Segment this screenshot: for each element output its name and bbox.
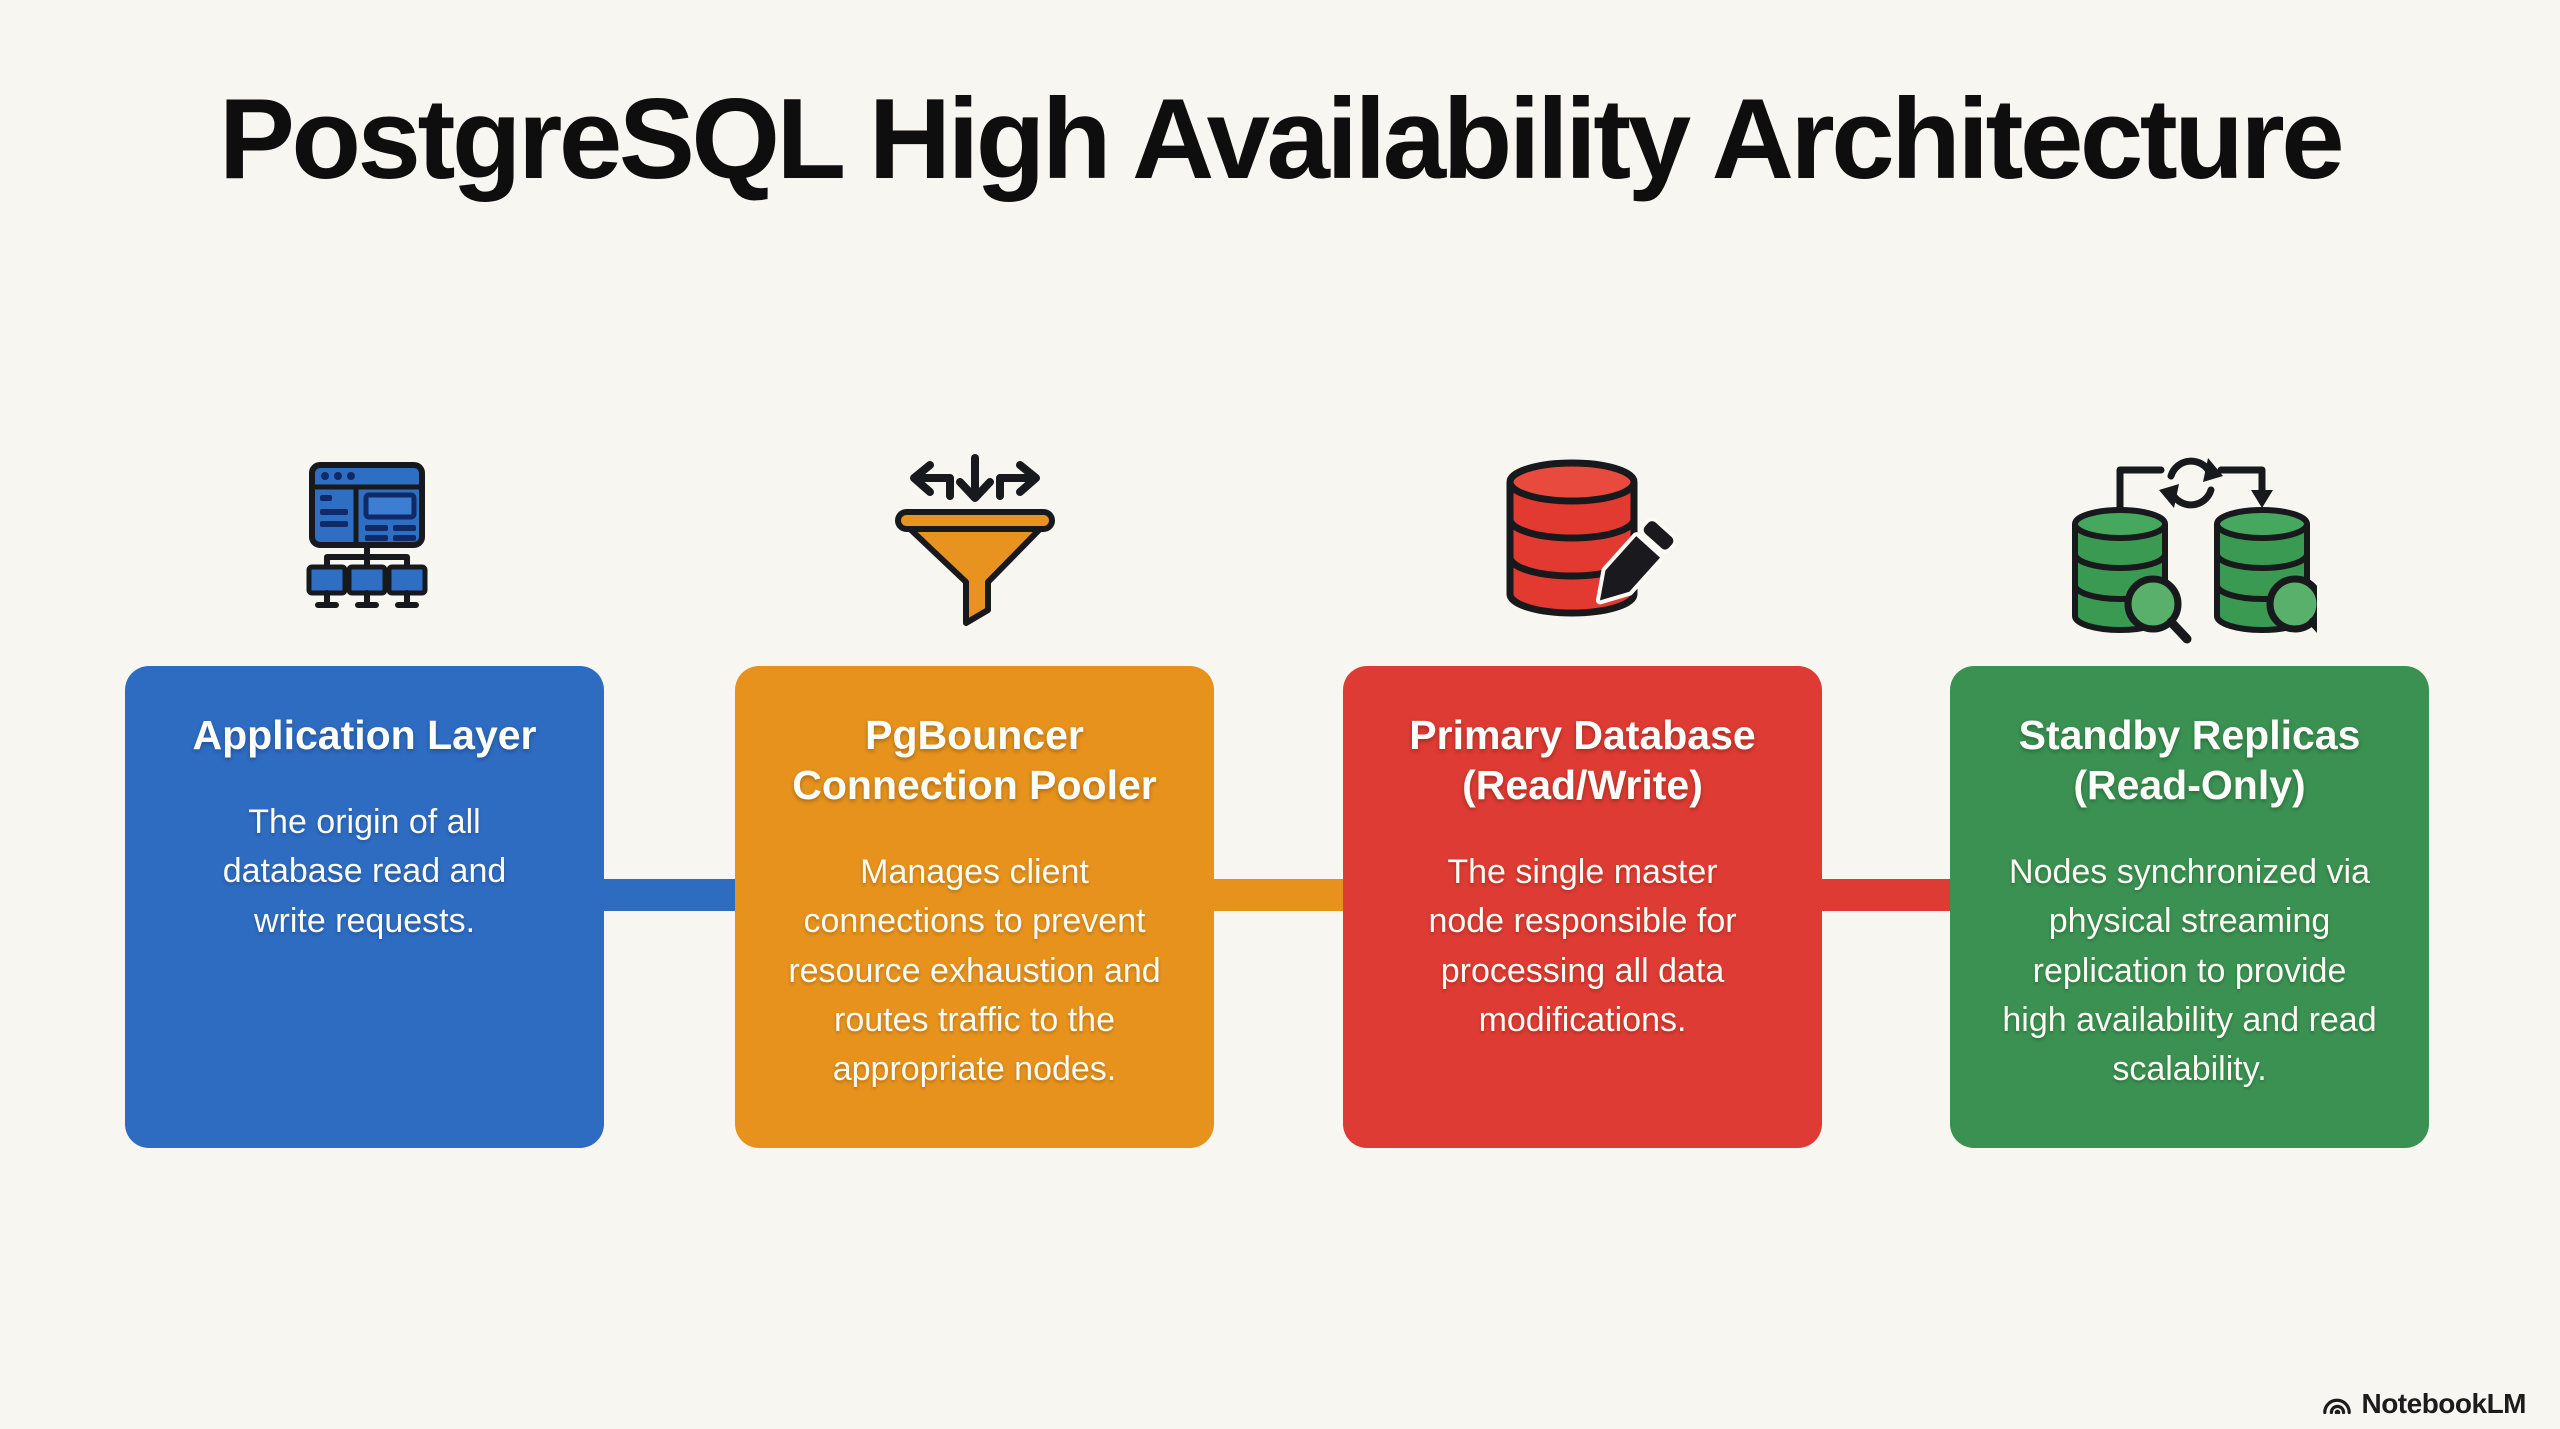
node-application-layer: Application Layer The origin of all data…: [125, 666, 604, 1148]
node-standby-replicas: Standby Replicas (Read-Only) Nodes synch…: [1950, 666, 2429, 1148]
app-network-icon: [272, 455, 462, 650]
page-title: PostgreSQL High Availability Architectur…: [218, 76, 2345, 203]
funnel-routing-icon: [890, 452, 1060, 647]
node-title: PgBouncer Connection Pooler: [792, 712, 1157, 809]
node-description: The single master node responsible for p…: [1428, 853, 1737, 1039]
node-title: Primary Database (Read/Write): [1409, 712, 1756, 809]
node-pgbouncer-connection-pooler: PgBouncer Connection Pooler Manages clie…: [735, 666, 1214, 1148]
notebooklm-logo-icon: [2321, 1388, 2353, 1420]
node-title: Application Layer: [192, 712, 537, 758]
notebooklm-brand: NotebookLM: [2321, 1386, 2526, 1422]
node-description: The origin of all database read and writ…: [222, 803, 507, 940]
node-primary-database: Primary Database (Read/Write) The single…: [1343, 666, 1822, 1148]
node-title: Standby Replicas (Read-Only): [2018, 712, 2361, 809]
node-description: Manages client connections to prevent re…: [788, 853, 1161, 1089]
node-description: Nodes synchronized via physical streamin…: [2002, 853, 2377, 1089]
notebooklm-logo-text: NotebookLM: [2361, 1388, 2526, 1419]
connector-primary-to-replicas: [1808, 879, 1962, 911]
connector-app-to-pooler: [590, 879, 748, 911]
connector-pooler-to-primary: [1200, 879, 1356, 911]
database-write-icon: [1490, 452, 1680, 657]
database-replicas-sync-icon: [2065, 452, 2334, 652]
